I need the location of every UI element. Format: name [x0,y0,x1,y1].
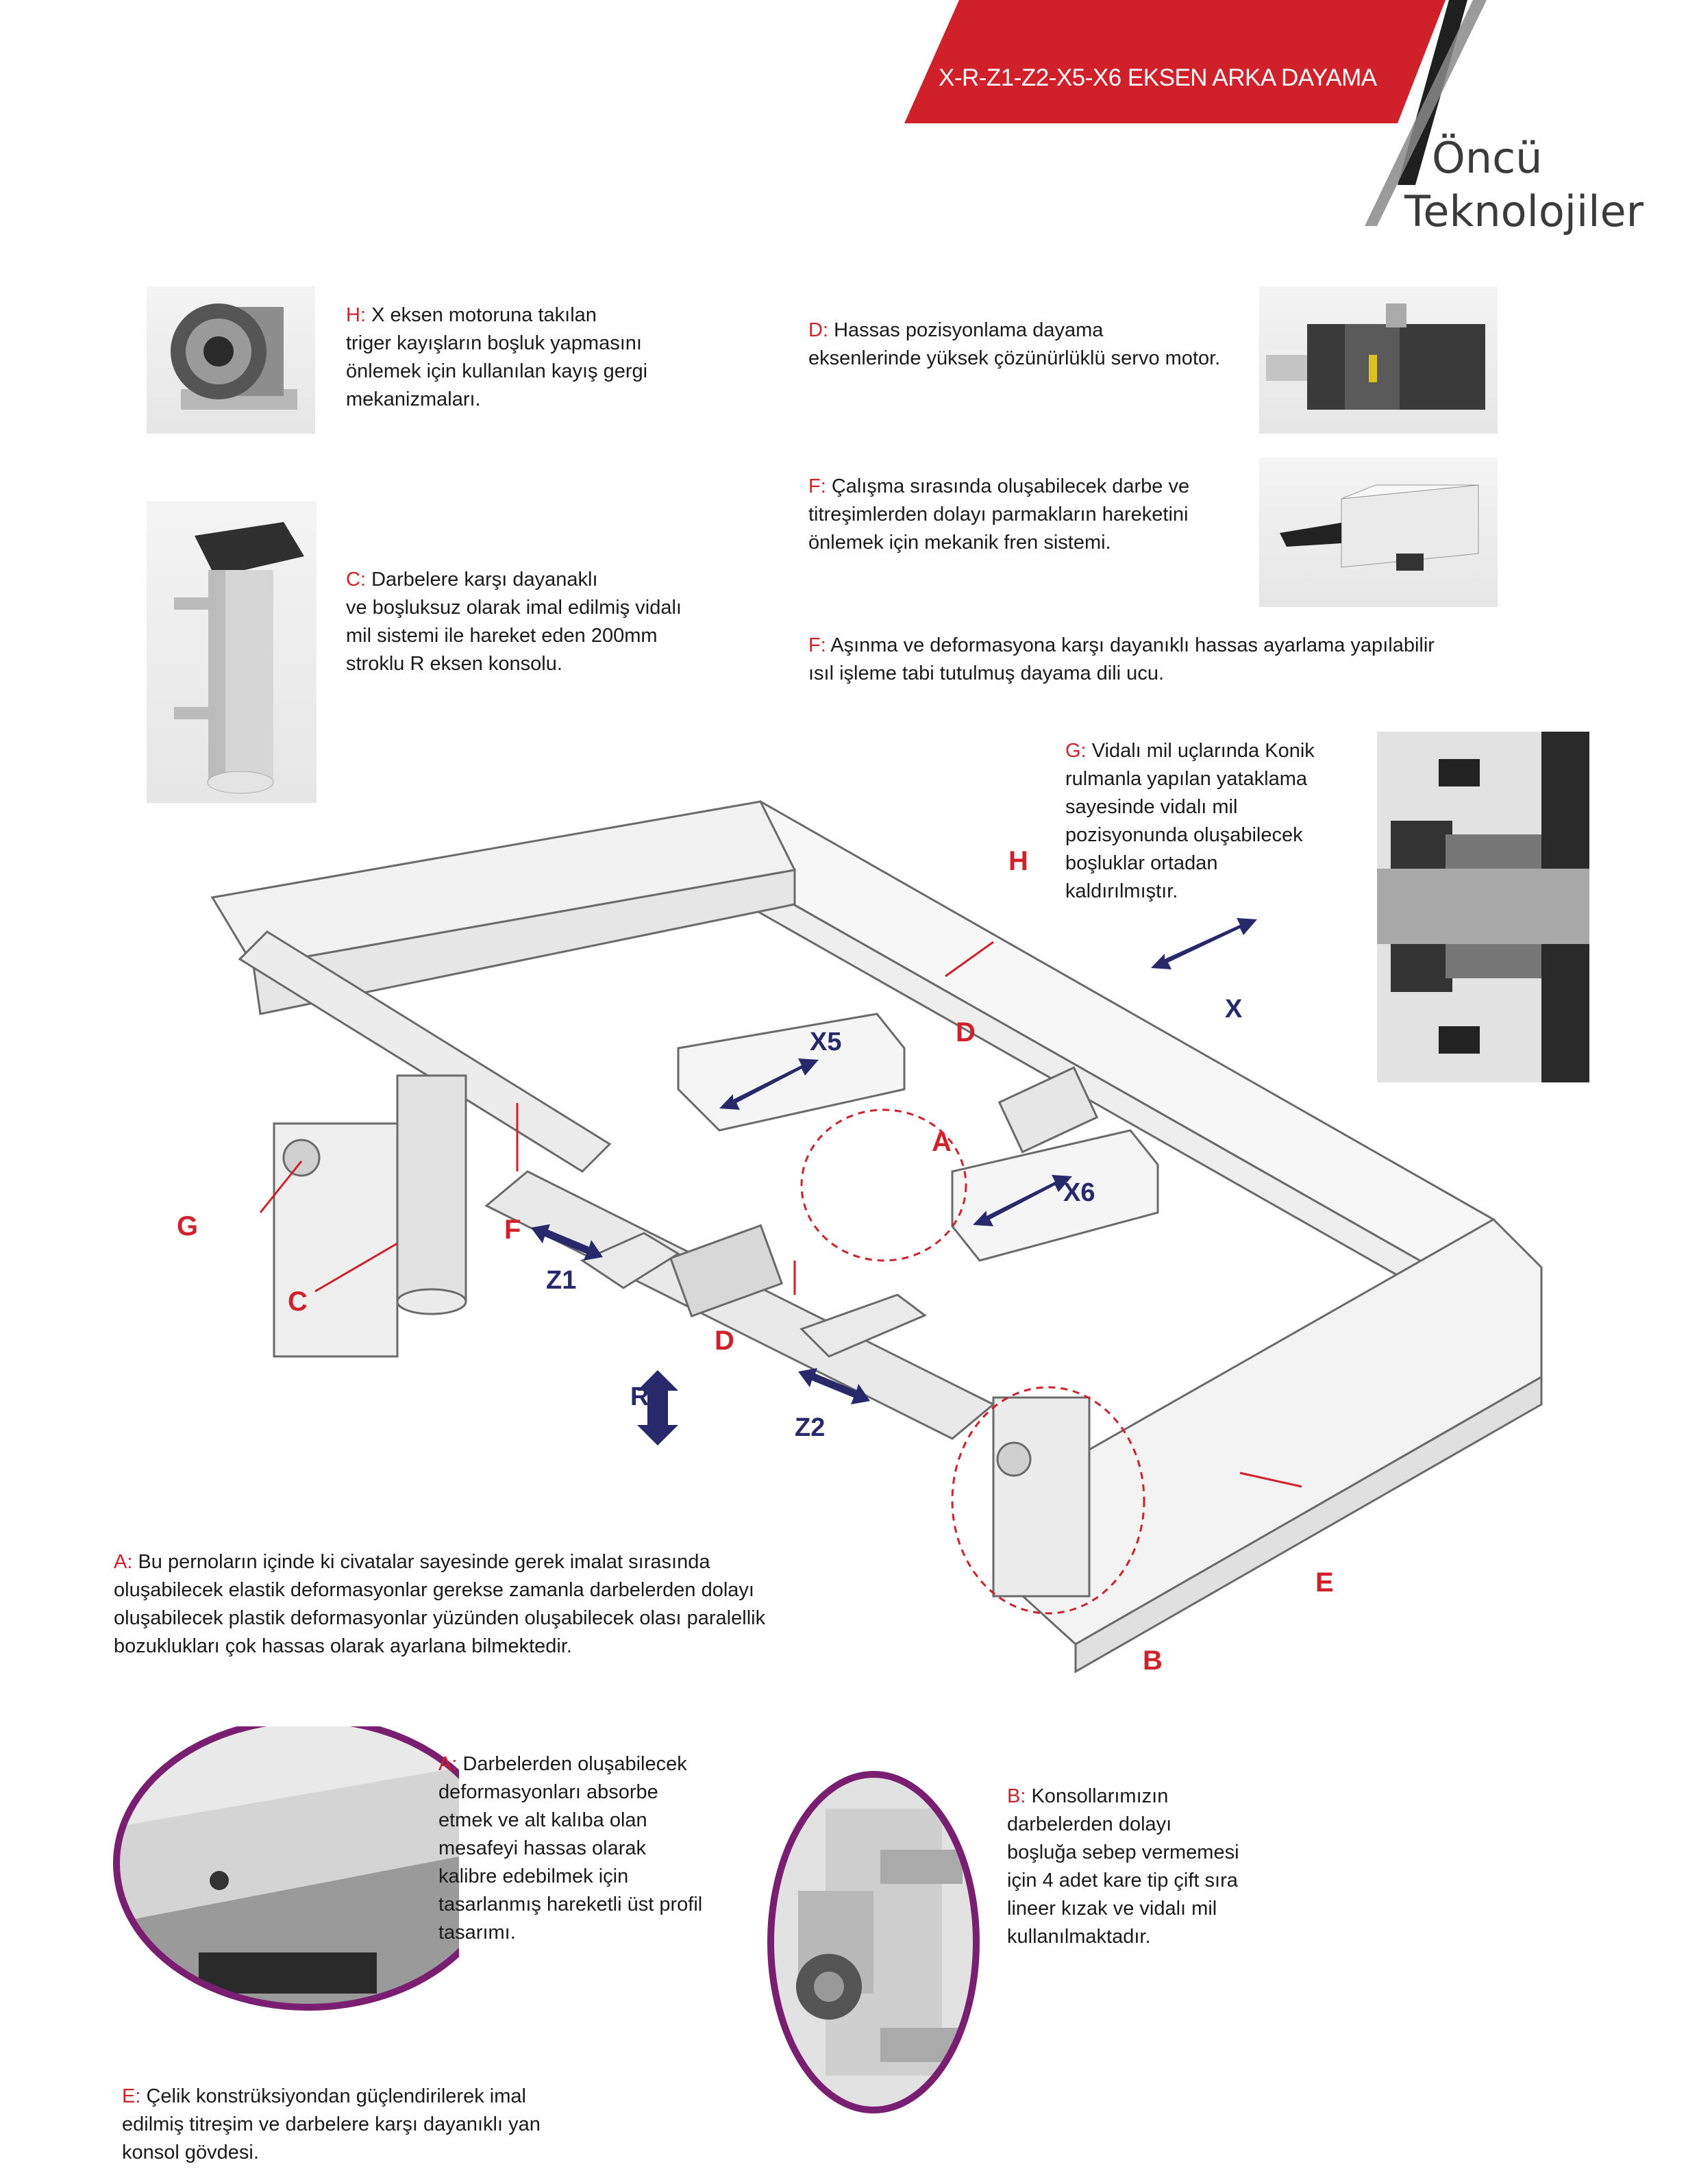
detail-circle-b [951,1386,1145,1615]
linear-guide-detail-photo [767,1771,980,2113]
axis-r: R [630,1382,649,1411]
servo-motor-photo [1259,286,1498,434]
label-d-motor: D [956,1017,976,1047]
detail-circle-a [800,1108,967,1262]
conical-bearing-photo [1377,732,1589,1082]
machine-frame [210,799,1543,1674]
leader-lines [259,941,1302,1488]
label-b: B [1143,1646,1163,1676]
label-d-finger: D [715,1326,734,1356]
desc-a-pins: A: Bu pernoların içinde ki civatalar say… [114,1551,766,1657]
r-axis-console-photo [147,501,317,803]
desc-a-profile: A: Darbelerden oluşabilecek deformasyonl… [438,1753,703,1944]
desc-b: B: Konsollarımızın darbelerden dolayı bo… [1007,1785,1239,1948]
axis-x6: X6 [1063,1178,1095,1207]
desc-h: H: X eksen motoruna takılan triger kayış… [346,304,648,410]
desc-f-tip: F: Aşınma ve deformasyona karşı dayanıkl… [808,634,1435,684]
mechanical-brake-photo [1259,458,1498,607]
axis-x5: X5 [810,1028,842,1056]
brand-line-2: Teknolojiler [1404,186,1644,236]
desc-c: C: Darbelere karşı dayanaklı ve boşluksu… [346,569,682,675]
axis-arrows [531,918,1257,1445]
desc-e: E: Çelik konstrüksiyondan güçlendirilere… [122,2085,541,2163]
desc-g: G: Vidalı mil uçlarında Konik rulmanla y… [1065,740,1315,902]
axis-x: X [1225,995,1243,1023]
backgauge-diagram [210,799,1543,1674]
header-banner-graphic [904,0,1487,226]
banner-title: X-R-Z1-Z2-X5-X6 EKSEN ARKA DAYAMA [939,64,1377,91]
label-g: G [177,1211,199,1241]
profile-detail-photo [113,1726,459,2011]
desc-d: D: Hassas pozisyonlama dayama eksenlerin… [808,319,1221,369]
label-f: F [504,1215,521,1245]
label-e: E [1315,1567,1334,1598]
label-a: A [932,1127,952,1157]
belt-tensioner-photo [147,286,315,434]
desc-f-brake: F: Çalışma sırasında oluşabilecek darbe … [808,475,1190,554]
label-c: C [288,1287,308,1317]
brand-line-1: Öncü [1432,133,1543,183]
axis-z2: Z2 [795,1413,826,1442]
axis-z1: Z1 [546,1266,577,1295]
label-h: H [1008,846,1028,876]
